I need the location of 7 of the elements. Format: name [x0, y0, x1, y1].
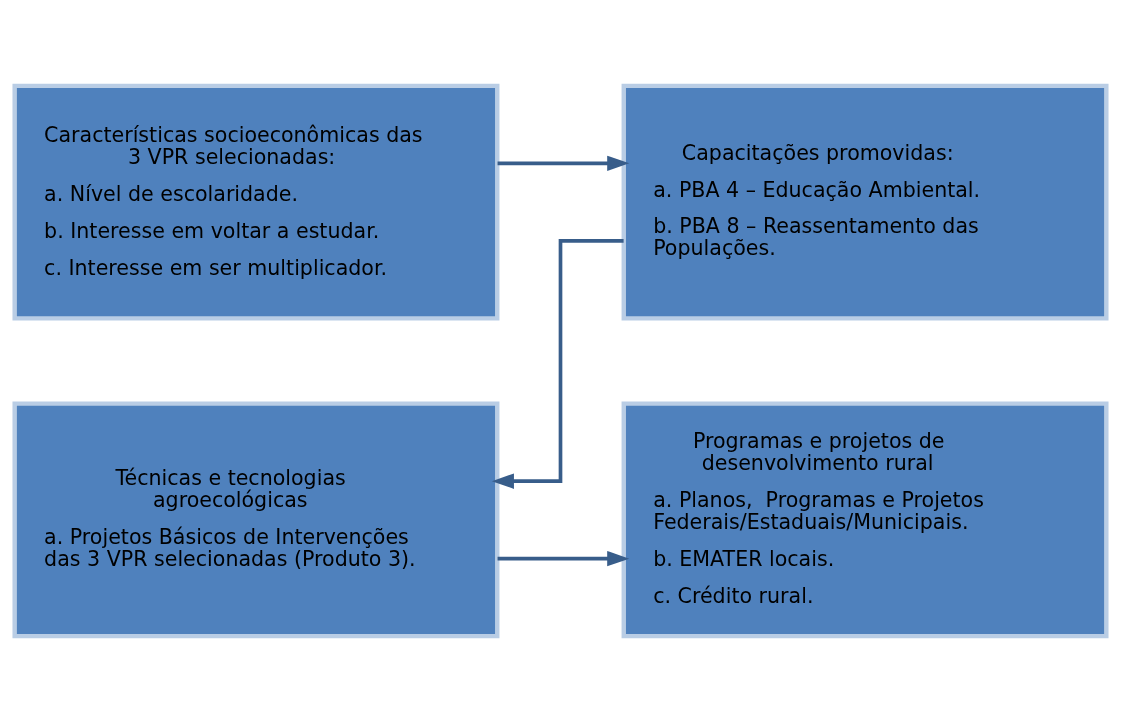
node-box: Capacitações promovidas: a. PBA 4 – Educação Ambiental. b. PBA 8 – Reassentamento das Populações.: [621, 83, 1109, 321]
node-box: Programas e projetos de desenvolvimento rural a. Planos, Programas e Projetos Federais/Estaduais/Municipais. b. EMATER locais. c. Crédito rural.: [621, 400, 1109, 638]
arrow: [491, 238, 624, 489]
node-box: Características socioeconômicas das 3 VPR selecionadas: a. Nível de escolaridade. b. Interesse em voltar a estudar. c. Interesse em ser multiplicador.: [12, 83, 500, 321]
arrow: [497, 550, 630, 566]
node-box: Técnicas e tecnologias agroecológicas a. Projetos Básicos de Intervenções das 3 VPR selecionadas (Produto 3).: [12, 400, 500, 638]
arrow: [497, 155, 630, 171]
